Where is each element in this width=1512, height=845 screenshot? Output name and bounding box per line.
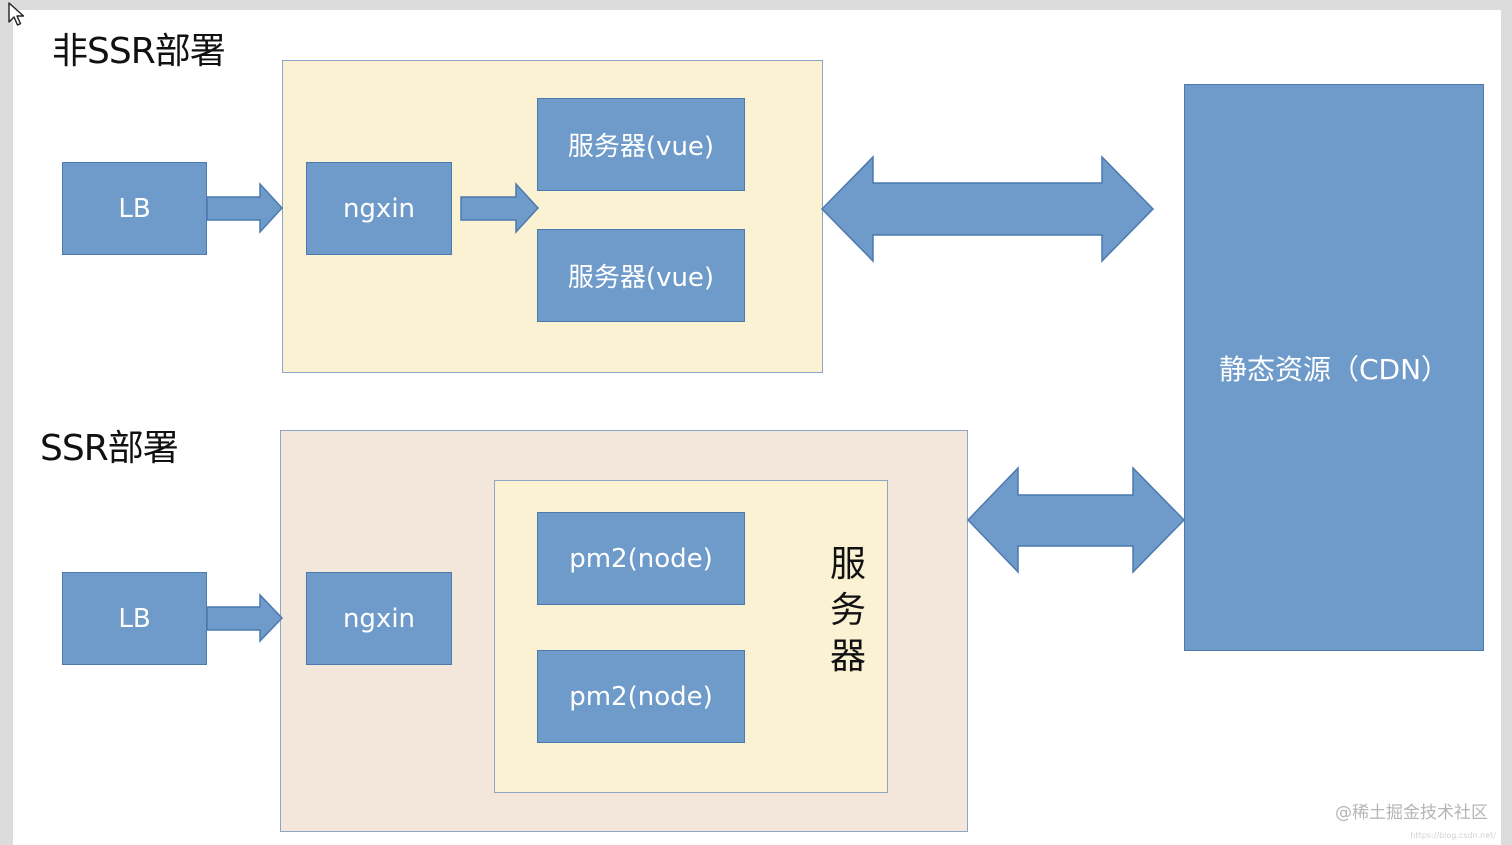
top-nginx-box: ngxin	[306, 162, 452, 255]
cdn-static-resources-box: 静态资源（CDN）	[1184, 84, 1484, 651]
vue-server-box-2: 服务器(vue)	[537, 229, 745, 322]
server-label-char-2: 务	[829, 590, 866, 631]
non-ssr-title: 非SSR部署	[52, 31, 226, 72]
watermark-text: @稀土掘金技术社区	[1335, 803, 1488, 823]
top-lb-box: LB	[62, 162, 207, 255]
bottom-lb-box: LB	[62, 572, 207, 665]
mouse-cursor-icon	[8, 2, 25, 26]
pm2-node-box-1: pm2(node)	[537, 512, 745, 605]
server-label-char-1: 服	[829, 544, 866, 585]
watermark-url: https://blog.csdn.net/	[1410, 831, 1496, 840]
bottom-nginx-box: ngxin	[306, 572, 452, 665]
ssr-title: SSR部署	[40, 428, 179, 469]
server-group-label: 服 务 器	[828, 542, 868, 680]
pm2-node-box-2: pm2(node)	[537, 650, 745, 743]
vue-server-box-1: 服务器(vue)	[537, 98, 745, 191]
server-label-char-3: 器	[829, 636, 866, 677]
